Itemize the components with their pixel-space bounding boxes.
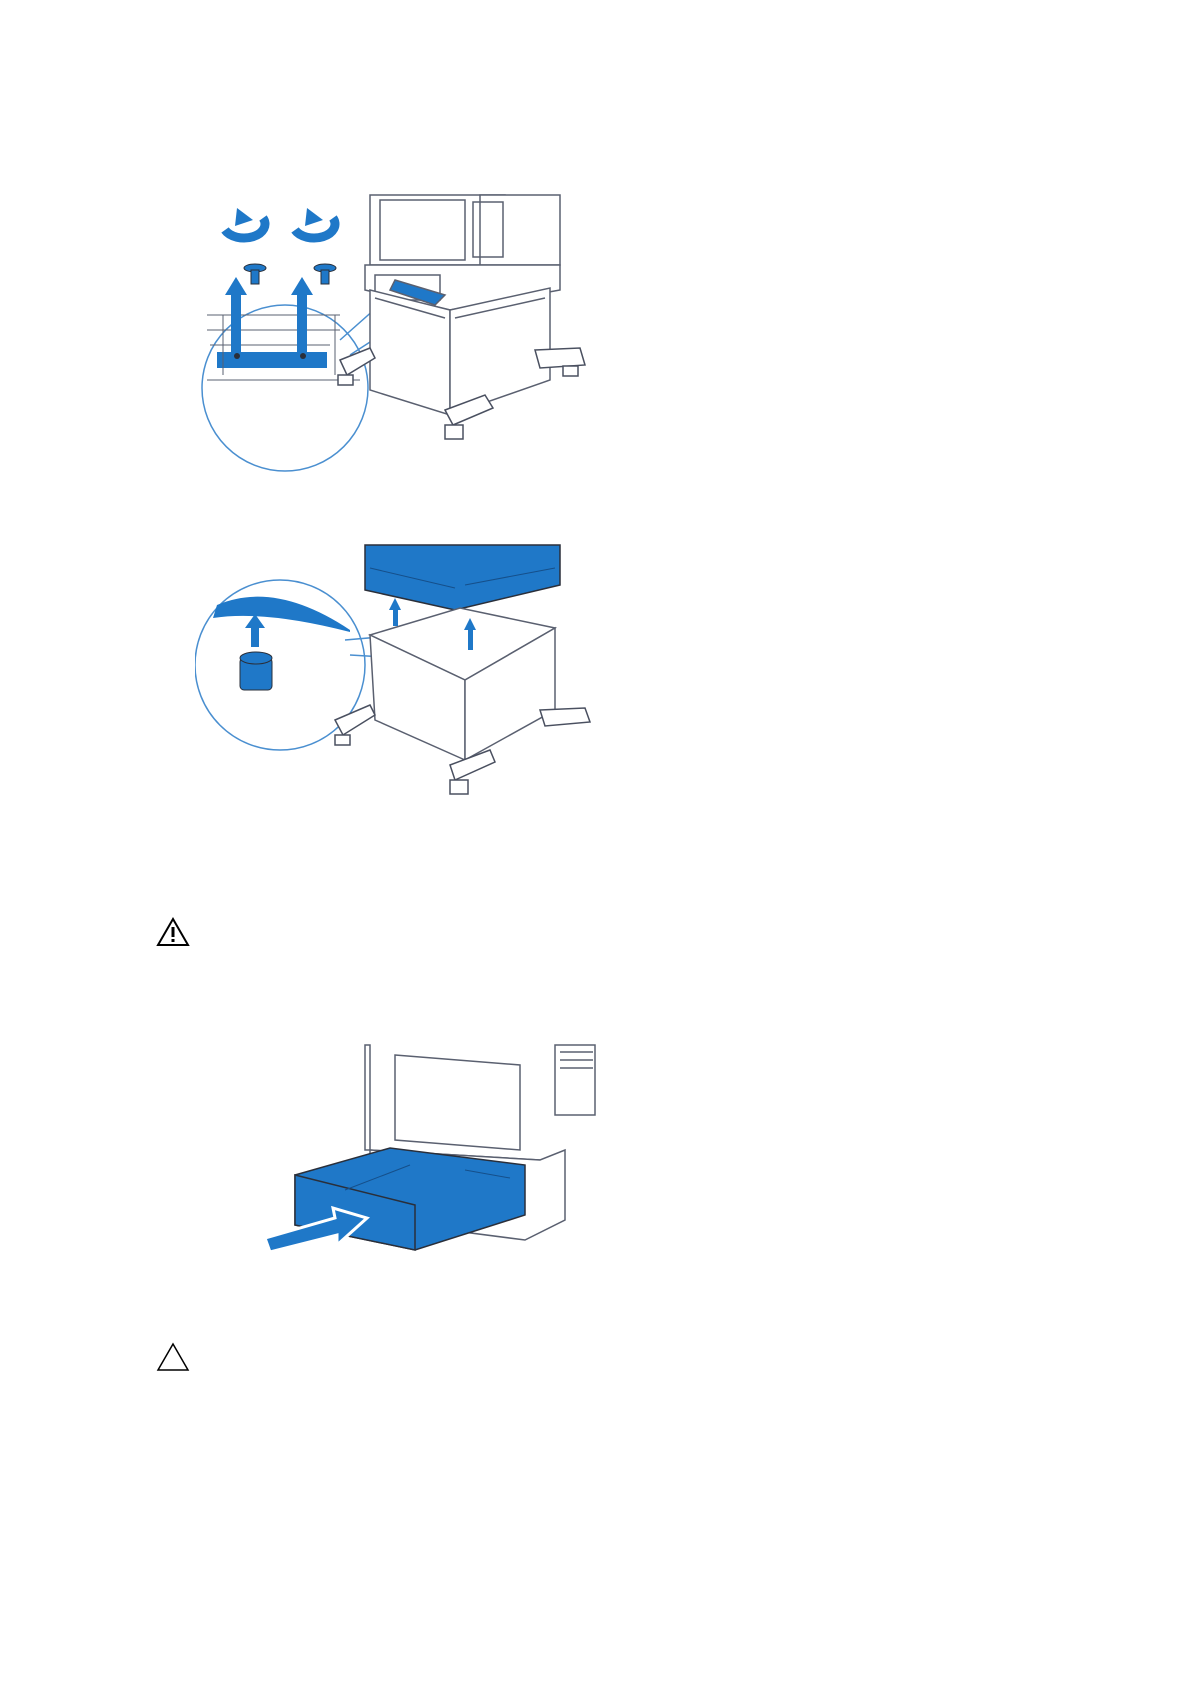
printer-stand-illustration (370, 608, 555, 760)
printer-illustration (365, 195, 560, 415)
caution-icon (156, 1342, 190, 1372)
rotate-counterclockwise-icon (295, 208, 335, 238)
screw-icon (244, 264, 266, 284)
screw-icon (314, 264, 336, 284)
rotate-counterclockwise-icon (225, 208, 265, 238)
zoom-detail-circle (202, 305, 368, 471)
figure-remove-screws (195, 180, 645, 480)
warning-icon (156, 917, 190, 947)
figure-insert-tray (265, 1040, 635, 1285)
figure-lift-printer-off-stand (195, 540, 645, 810)
